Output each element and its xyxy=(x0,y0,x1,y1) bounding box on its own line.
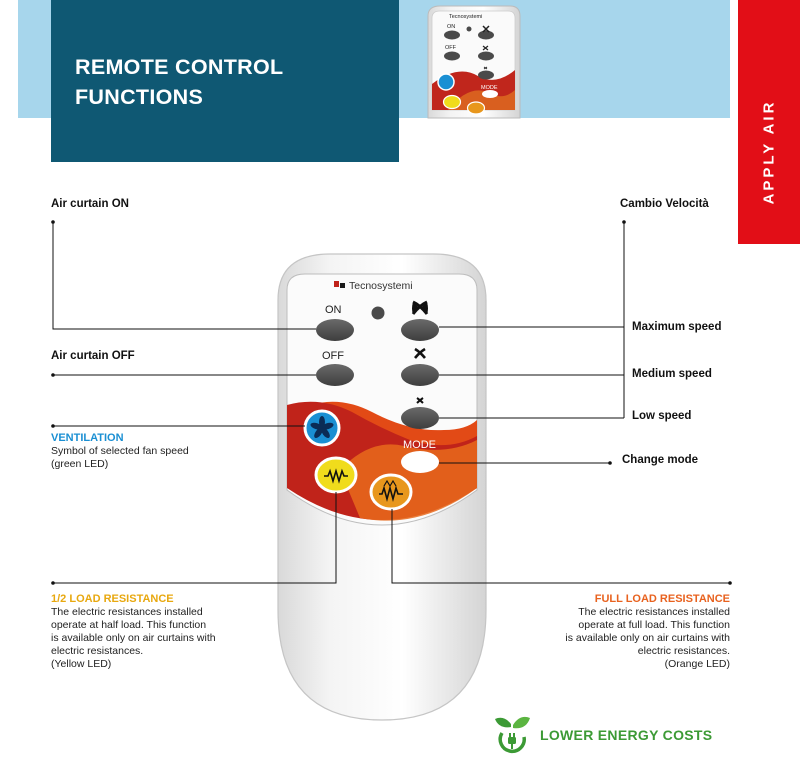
fan-max-icon xyxy=(411,300,429,315)
energy-badge: LOWER ENERGY COSTS xyxy=(492,715,712,755)
brand-logo: Tecnosystemi xyxy=(334,280,413,292)
page-title: REMOTE CONTROL FUNCTIONS xyxy=(75,55,284,109)
small-mode-text: MODE xyxy=(481,85,498,91)
ventilation-line: Symbol of selected fan speed xyxy=(51,445,189,457)
on-text: ON xyxy=(325,304,342,316)
medium-speed-label: Medium speed xyxy=(632,368,712,380)
off-button[interactable] xyxy=(316,364,354,386)
brand-text: Tecnosystemi xyxy=(349,280,413,292)
ventilation-line: (green LED) xyxy=(51,458,109,470)
energy-text: LOWER ENERGY COSTS xyxy=(540,727,713,743)
air-curtain-on-label: Air curtain ON xyxy=(51,198,129,210)
full-load-line: operate at full load. This function xyxy=(578,619,730,631)
half-load-line: operate at half load. This function xyxy=(51,619,207,631)
full-load-line: (Orange LED) xyxy=(664,658,730,670)
ventilation-led xyxy=(303,409,341,447)
change-mode-label: Change mode xyxy=(622,454,699,466)
ventilation-callout: VENTILATION Symbol of selected fan speed… xyxy=(51,432,189,471)
mode-text: MODE xyxy=(403,439,436,451)
callout-dots xyxy=(51,220,732,585)
maximum-speed-label: Maximum speed xyxy=(632,321,722,333)
small-brand-text: Tecnosystemi xyxy=(449,14,482,20)
air-curtain-off-label: Air curtain OFF xyxy=(51,350,135,362)
half-load-line: (Yellow LED) xyxy=(51,658,112,670)
half-load-line: electric resistances. xyxy=(51,645,144,657)
half-load-callout: 1/2 LOAD RESISTANCE The electric resista… xyxy=(51,593,216,671)
mode-button[interactable] xyxy=(401,451,439,473)
half-load-title: 1/2 LOAD RESISTANCE xyxy=(51,593,174,605)
indicator-led xyxy=(371,306,385,320)
callout-lines xyxy=(52,222,730,584)
small-off-text: OFF xyxy=(445,45,457,51)
eco-plug-icon xyxy=(495,716,530,754)
full-load-line: The electric resistances installed xyxy=(578,606,730,618)
on-button[interactable] xyxy=(316,319,354,341)
small-on-text: ON xyxy=(447,24,455,30)
fan-medium-icon xyxy=(414,347,426,359)
apply-air-tab: APPLY AIR xyxy=(738,0,800,244)
off-text: OFF xyxy=(322,350,344,362)
ventilation-title: VENTILATION xyxy=(51,432,124,444)
half-load-line: The electric resistances installed xyxy=(51,606,203,618)
title-box: REMOTE CONTROL FUNCTIONS xyxy=(51,0,399,162)
full-load-callout: FULL LOAD RESISTANCE The electric resist… xyxy=(565,593,730,671)
low-speed-label: Low speed xyxy=(632,410,692,422)
max-speed-button[interactable] xyxy=(401,319,439,341)
full-load-title: FULL LOAD RESISTANCE xyxy=(594,593,730,605)
cambio-velocita-label: Cambio Velocità xyxy=(620,198,709,210)
medium-speed-button[interactable] xyxy=(401,364,439,386)
full-load-line: electric resistances. xyxy=(637,645,730,657)
full-load-led xyxy=(369,473,413,511)
full-load-line: is available only on air curtains with xyxy=(565,632,730,644)
fan-low-icon xyxy=(416,397,424,404)
half-load-line: is available only on air curtains with xyxy=(51,632,216,644)
half-load-led xyxy=(314,456,358,494)
low-speed-button[interactable] xyxy=(401,407,439,429)
small-remote: ON OFF MODE Tecnosystemi xyxy=(427,5,521,119)
